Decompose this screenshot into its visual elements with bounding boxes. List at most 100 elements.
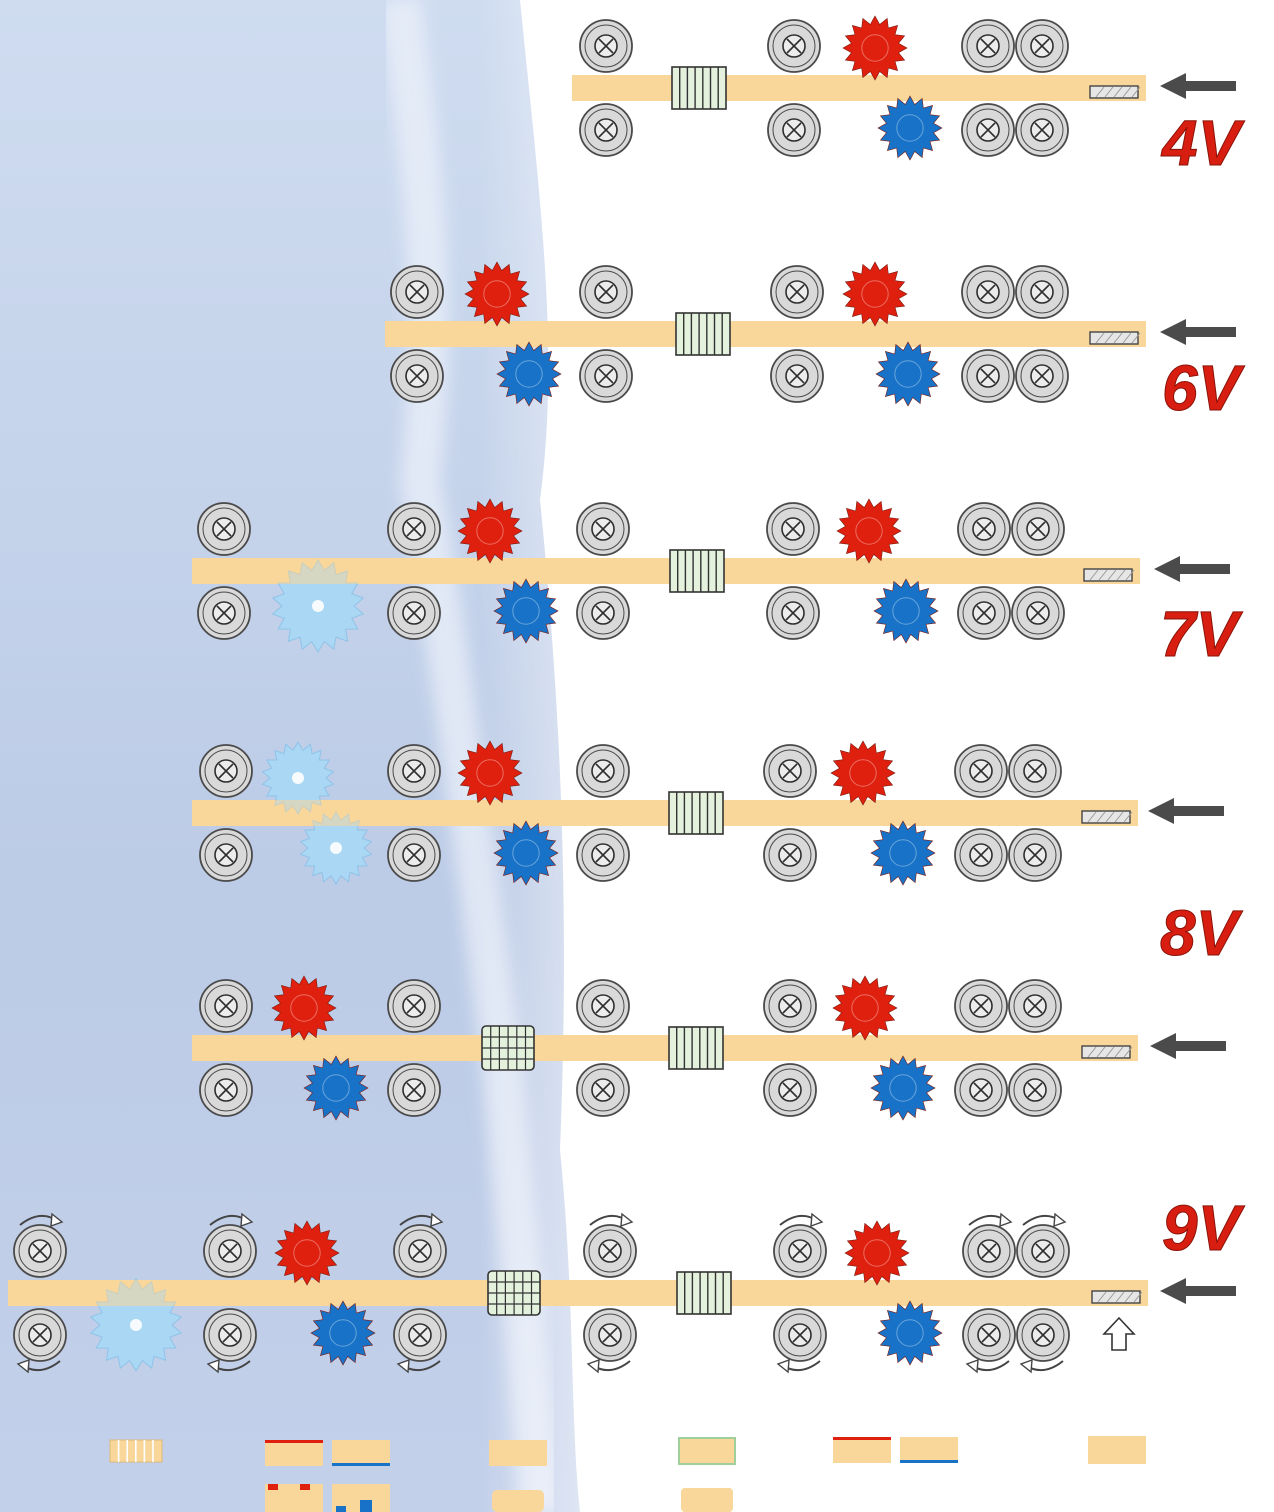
feed-roller-icon [579,349,633,403]
feed-roller-icon [773,1224,827,1278]
feed-roller-icon [1015,265,1069,319]
feed-roller-icon [1011,502,1065,556]
side-moulded-profile [492,1488,733,1512]
feed-roller-icon [203,1224,257,1278]
feed-roller-icon [1008,828,1062,882]
feed-direction-arrow-icon [1148,798,1224,824]
configuration-label: 4V [1160,107,1246,179]
feed-roller-icon [770,349,824,403]
infeed-straightener-profile [109,1439,163,1463]
machine-row-3 [192,740,1224,886]
feed-roller-icon [387,1063,441,1117]
feed-roller-icon [579,19,633,73]
feed-roller-icon [583,1308,637,1362]
feed-roller-icon [387,586,441,640]
feed-roller-icon [579,103,633,157]
bottom-cutter-icon [870,820,936,886]
straightener-icon [669,549,725,593]
bottom-cutter-icon [877,1300,943,1366]
feed-roller-icon [954,979,1008,1033]
bottom-cutter-icon [493,578,559,644]
rotation-arrow-icon [589,1212,634,1228]
feed-roller-icon [13,1224,67,1278]
feed-roller-icon [197,586,251,640]
bottom-cutter-icon [875,341,941,407]
bottom-cutter-icon [493,820,559,886]
rotation-arrow-icon [965,1358,1010,1374]
feed-roller-icon [767,19,821,73]
feed-roller-icon [579,265,633,319]
feed-roller-icon [387,744,441,798]
bottom-cutter-icon [870,1055,936,1121]
feed-roller-icon [199,1063,253,1117]
finished-board-profile [1088,1436,1146,1464]
rotation-arrow-icon [1022,1212,1067,1228]
top-cutter-icon [271,975,337,1041]
up-arrow-icon [1102,1316,1136,1351]
feed-roller-icon [1008,979,1062,1033]
feed-roller-icon [13,1308,67,1362]
top-cutter-icon [842,261,908,327]
feed-roller-icon [954,744,1008,798]
feed-roller-icon [961,349,1015,403]
top-cutter-icon [457,740,523,806]
feed-roller-icon [390,265,444,319]
feed-roller-icon [1015,19,1069,73]
top-cutter-icon [457,498,523,564]
rotation-arrow-icon [209,1212,254,1228]
feed-roller-icon [1008,744,1062,798]
rotation-arrow-icon [586,1358,631,1374]
moulded-top-bottom-profile [265,1484,390,1512]
feed-roller-icon [957,502,1011,556]
feed-direction-arrow-icon [1150,1033,1226,1059]
feed-roller-icon [203,1308,257,1362]
bottom-cutter-icon [303,1055,369,1121]
feed-roller-icon [763,828,817,882]
rotation-arrow-icon [19,1212,64,1228]
feed-roller-icon [773,1308,827,1362]
feed-roller-icon [767,103,821,157]
feed-roller-icon [961,265,1015,319]
feed-roller-icon [576,502,630,556]
rotation-arrow-icon [16,1358,61,1374]
rotation-arrow-icon [206,1358,251,1374]
feed-roller-icon [763,979,817,1033]
feed-roller-icon [763,744,817,798]
feed-roller-icon [766,502,820,556]
configuration-label: 6V [1162,352,1246,424]
top-cutter-icon [844,1220,910,1286]
top-cutter-icon [464,261,530,327]
feed-roller-icon [1016,1308,1070,1362]
feed-roller-icon [199,979,253,1033]
rotation-arrow-icon [1019,1358,1064,1374]
machine-row-1 [385,261,1236,407]
configuration-label: 8V [1160,897,1244,969]
straightener-icon [668,791,724,835]
feed-roller-icon [770,265,824,319]
feed-roller-icon [763,1063,817,1117]
feed-roller-icon [961,19,1015,73]
saw-blade-icon [299,811,373,885]
universal-head-icon [487,1270,541,1316]
feed-roller-icon [962,1308,1016,1362]
universal-head-icon [481,1025,535,1071]
feed-roller-icon [954,1063,1008,1117]
side-planed-profile [489,1437,736,1466]
feed-roller-icon [197,502,251,556]
top-cutter-icon [830,740,896,806]
bottom-cutter-icon [877,95,943,161]
feed-roller-icon [387,502,441,556]
rotation-arrow-icon [776,1358,821,1374]
configuration-label: 7V [1160,598,1244,670]
feed-roller-icon [576,979,630,1033]
machine-row-0 [572,15,1236,161]
machine-row-4 [192,975,1226,1121]
feed-roller-icon [199,828,253,882]
top-cutter-icon [842,15,908,81]
feed-roller-icon [1015,103,1069,157]
straightener-icon [671,66,727,110]
feed-roller-icon [766,586,820,640]
feed-roller-icon [576,744,630,798]
machine-row-5 [8,1212,1236,1374]
